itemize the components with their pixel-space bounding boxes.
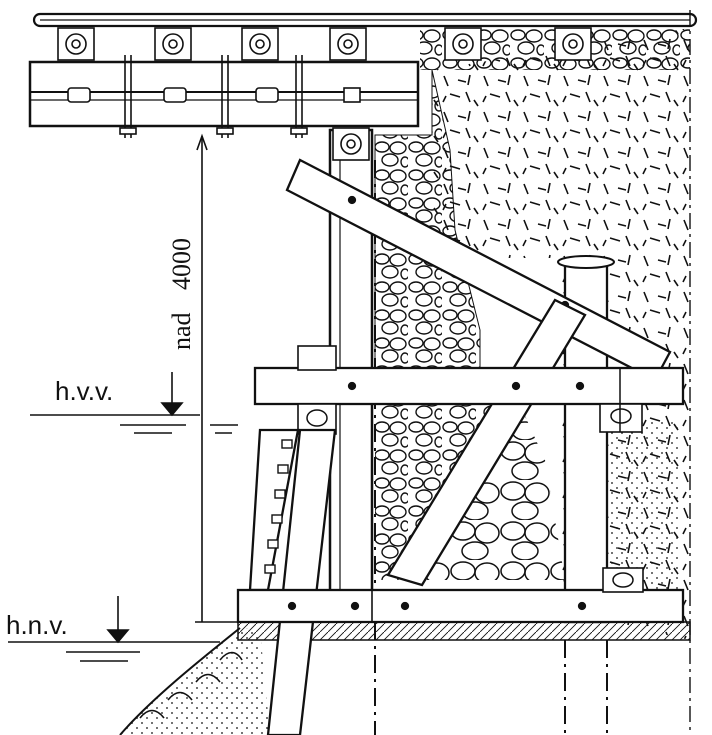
ground-bed <box>119 621 691 735</box>
top-rail <box>32 12 698 28</box>
height-value-label: 4000 <box>167 238 196 290</box>
height-prefix-label: nad <box>167 312 196 350</box>
bottom-sill <box>236 368 685 624</box>
deck-beam <box>28 55 420 138</box>
low-water-label: h.n.v. <box>6 610 68 640</box>
left-pile <box>248 428 337 735</box>
height-label: nad 4000 <box>167 238 196 350</box>
height-dimension <box>195 133 240 623</box>
low-water-mark <box>8 596 220 662</box>
right-dotted-strip <box>610 420 680 590</box>
high-water-label: h.v.v. <box>55 376 113 406</box>
high-water-mark <box>30 372 238 434</box>
rail-fasteners <box>57 27 592 61</box>
